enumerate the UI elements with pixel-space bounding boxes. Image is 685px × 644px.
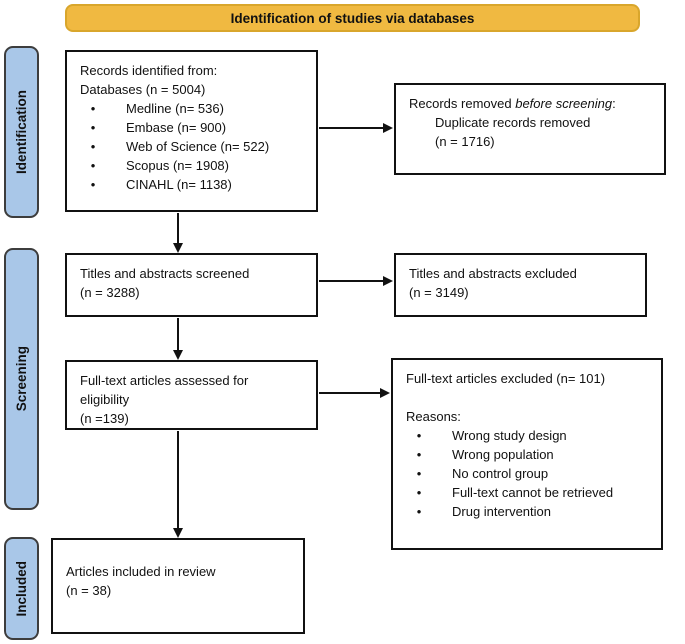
titles-screened-line2: (n = 3288) xyxy=(80,285,140,300)
arrowhead-down-icon xyxy=(173,528,183,538)
bullet-item: • Web of Science (n= 522) xyxy=(80,137,306,156)
bullet-icon: • xyxy=(90,120,96,135)
box-records-identified: Records identified from: Databases (n = … xyxy=(65,50,318,212)
box-fulltext-assessed: Full-text articles assessed for eligibil… xyxy=(65,360,318,430)
bullet-icon: • xyxy=(416,447,422,462)
database-bullet-list: • Medline (n= 536) • Embase (n= 900) • Web of… xyxy=(80,99,306,194)
phase-tab-identification: Identification xyxy=(4,46,39,218)
arrowhead-right-icon xyxy=(380,388,390,398)
bullet-item: • Full-text cannot be retrieved xyxy=(406,483,651,502)
phase-label-included: Included xyxy=(14,560,29,617)
bullet-text: Embase (n= 900) xyxy=(126,120,227,135)
bullet-text: CINAHL (n= 1138) xyxy=(126,177,232,192)
records-removed-line3: (n = 1716) xyxy=(435,134,495,149)
bullet-text: Full-text cannot be retrieved xyxy=(452,485,614,500)
records-removed-italic: before screening xyxy=(515,96,613,111)
phase-tab-included: Included xyxy=(4,537,39,640)
banner-identification-via-databases: Identification of studies via databases xyxy=(65,4,640,32)
titles-excluded-line2: (n = 3149) xyxy=(409,285,469,300)
records-removed-line1: Records removed before screening: xyxy=(409,94,654,113)
phase-label-identification: Identification xyxy=(14,90,29,174)
bullet-icon: • xyxy=(416,504,422,519)
banner-label: Identification of studies via databases xyxy=(230,10,475,26)
arrowhead-down-icon xyxy=(173,350,183,360)
bullet-text: Wrong study design xyxy=(452,428,567,443)
bullet-text: No control group xyxy=(452,466,549,481)
phase-label-screening: Screening xyxy=(14,346,29,412)
spacer xyxy=(406,388,651,407)
records-identified-line1: Records identified from: xyxy=(80,63,218,78)
bullet-icon: • xyxy=(416,466,422,481)
bullet-text: Wrong population xyxy=(452,447,554,462)
articles-included-line1: Articles included in review xyxy=(66,564,216,579)
fulltext-excluded-reasons-label: Reasons: xyxy=(406,409,461,424)
box-titles-excluded: Titles and abstracts excluded (n = 3149) xyxy=(394,253,647,317)
bullet-item: • Wrong population xyxy=(406,445,651,464)
box-titles-screened: Titles and abstracts screened (n = 3288) xyxy=(65,253,318,317)
bullet-item: • CINAHL (n= 1138) xyxy=(80,175,306,194)
box-fulltext-excluded: Full-text articles excluded (n= 101) Rea… xyxy=(391,358,663,550)
exclusion-reason-bullet-list: • Wrong study design • Wrong population • No … xyxy=(406,426,651,521)
bullet-text: Scopus (n= 1908) xyxy=(126,158,229,173)
records-identified-line2: Databases (n = 5004) xyxy=(80,82,206,97)
bullet-item: • No control group xyxy=(406,464,651,483)
bullet-text: Web of Science (n= 522) xyxy=(126,139,270,154)
bullet-item: • Embase (n= 900) xyxy=(80,118,306,137)
bullet-item: • Medline (n= 536) xyxy=(80,99,306,118)
bullet-item: • Scopus (n= 1908) xyxy=(80,156,306,175)
articles-included-line2: (n = 38) xyxy=(66,583,112,598)
phase-tab-screening: Screening xyxy=(4,248,39,510)
bullet-item: • Wrong study design xyxy=(406,426,651,445)
arrowhead-right-icon xyxy=(383,276,393,286)
fulltext-assessed-line3: (n =139) xyxy=(80,411,129,426)
fulltext-excluded-line1: Full-text articles excluded (n= 101) xyxy=(406,371,606,386)
fulltext-assessed-line1: Full-text articles assessed for xyxy=(80,373,249,388)
fulltext-assessed-line2: eligibility xyxy=(80,392,130,407)
titles-excluded-line1: Titles and abstracts excluded xyxy=(409,266,577,281)
arrowhead-down-icon xyxy=(173,243,183,253)
box-articles-included: Articles included in review (n = 38) xyxy=(51,538,305,634)
records-removed-prefix: Records removed xyxy=(409,96,516,111)
titles-screened-line1: Titles and abstracts screened xyxy=(80,266,250,281)
bullet-icon: • xyxy=(90,158,96,173)
bullet-icon: • xyxy=(90,101,96,116)
bullet-icon: • xyxy=(90,139,96,154)
bullet-text: Medline (n= 536) xyxy=(126,101,224,116)
records-removed-line2: Duplicate records removed xyxy=(435,115,591,130)
bullet-text: Drug intervention xyxy=(452,504,551,519)
box-records-removed: Records removed before screening: Duplic… xyxy=(394,83,666,175)
arrowhead-right-icon xyxy=(383,123,393,133)
bullet-icon: • xyxy=(416,428,422,443)
records-removed-suffix: : xyxy=(612,96,616,111)
bullet-item: • Drug intervention xyxy=(406,502,651,521)
bullet-icon: • xyxy=(416,485,422,500)
bullet-icon: • xyxy=(90,177,96,192)
